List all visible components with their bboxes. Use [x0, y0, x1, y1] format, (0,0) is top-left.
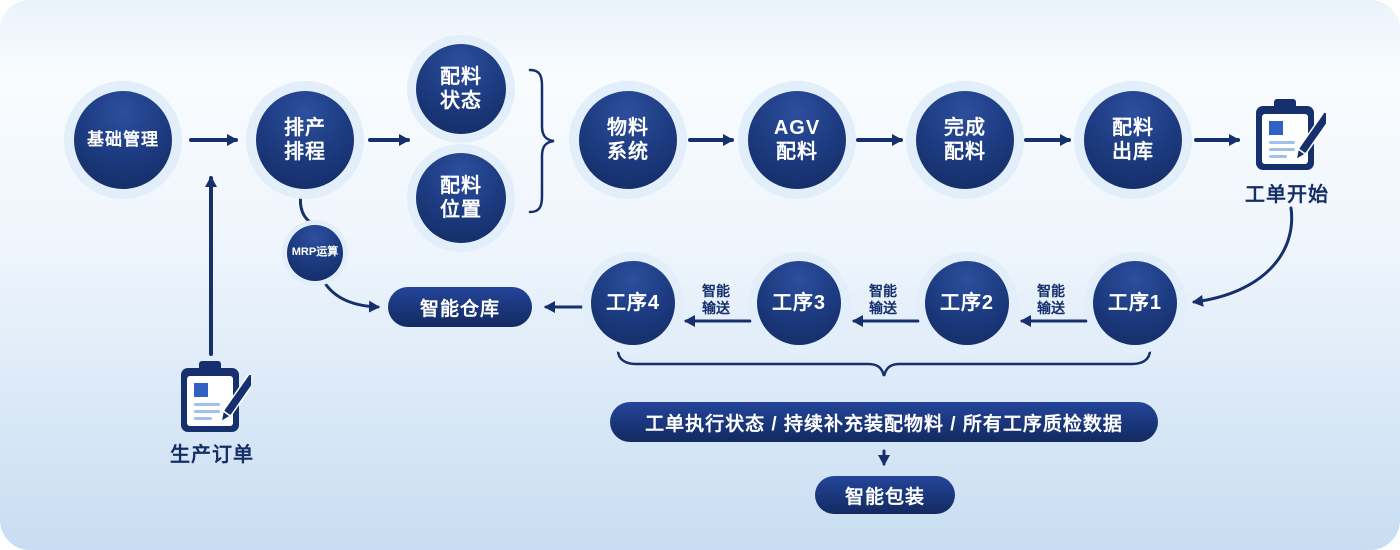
transfer-line1: 智能 [702, 283, 730, 299]
node-circle: 配料 位置 [416, 153, 506, 243]
node-circle: 完成 配料 [916, 91, 1014, 189]
node-circle: 排产 排程 [256, 91, 354, 189]
node-process-4: 工序4 [582, 252, 684, 354]
node-label-line1: 配料 [440, 65, 482, 88]
work-order-start-label: 工单开始 [1245, 184, 1329, 206]
node-circle: 配料 出库 [1084, 91, 1182, 189]
curve-mrp-to-warehouse [320, 276, 380, 313]
node-label-line2: 出库 [1112, 141, 1154, 163]
node-circle: 物料 系统 [579, 91, 677, 189]
node-label-line1: 排产 [284, 116, 326, 139]
node-complete-batching: 完成 配料 [906, 81, 1024, 199]
node-scheduling: 排产 排程 [246, 81, 364, 199]
node-label-line1: 配料 [1112, 116, 1154, 139]
smart-transfer-label-1: 智能 输送 [1016, 283, 1086, 316]
brace-process-row [616, 348, 1152, 377]
node-label: 工序3 [771, 291, 827, 314]
node-label-line2: 配料 [944, 141, 986, 163]
node-circle: 工序1 [1093, 261, 1177, 345]
node-circle: MRP运算 [287, 225, 343, 281]
node-agv-batching: AGV 配料 [738, 81, 856, 199]
node-circle: 配料 状态 [416, 44, 506, 134]
brace-batching-group [528, 68, 555, 214]
curve-start-to-p1 [1192, 206, 1294, 307]
node-circle: AGV 配料 [748, 91, 846, 189]
node-batching-outbound: 配料 出库 [1074, 81, 1192, 199]
node-label-line2: 系统 [607, 141, 649, 163]
node-label-line2: 排程 [284, 141, 326, 163]
node-process-2: 工序2 [916, 252, 1018, 354]
node-label-line2: 配料 [776, 141, 818, 163]
smart-packaging-pill: 智能包装 [815, 476, 955, 514]
node-circle: 工序3 [757, 261, 841, 345]
node-label: 工序1 [1107, 291, 1163, 314]
smart-transfer-label-2: 智能 输送 [848, 283, 918, 316]
production-order-icon [181, 361, 251, 432]
node-circle: 工序2 [925, 261, 1009, 345]
smart-warehouse-pill: 智能仓库 [388, 287, 532, 327]
node-process-1: 工序1 [1084, 252, 1186, 354]
production-order-label: 生产订单 [170, 444, 254, 466]
transfer-line1: 智能 [1037, 283, 1065, 299]
smart-transfer-label-3: 智能 输送 [681, 283, 751, 316]
node-label: MRP运算 [291, 246, 339, 259]
node-label-line1: 物料 [607, 116, 649, 139]
node-label: 工序2 [939, 291, 995, 314]
transfer-line1: 智能 [869, 283, 897, 299]
work-order-start-icon [1256, 99, 1326, 170]
transfer-line2: 输送 [1037, 299, 1065, 316]
node-circle: 基础管理 [74, 91, 172, 189]
transfer-line2: 输送 [702, 299, 730, 316]
node-material-location: 配料 位置 [407, 144, 515, 252]
node-material-status: 配料 状态 [407, 35, 515, 143]
node-label-line1: 配料 [440, 174, 482, 197]
node-label-line2: 状态 [440, 90, 482, 112]
node-mrp: MRP运算 [282, 220, 348, 286]
node-material-system: 物料 系统 [569, 81, 687, 199]
node-circle: 工序4 [591, 261, 675, 345]
node-base-management: 基础管理 [64, 81, 182, 199]
node-label-line1: 完成 [944, 116, 986, 139]
node-process-3: 工序3 [748, 252, 850, 354]
node-label: 基础管理 [87, 129, 159, 149]
node-label: 工序4 [605, 291, 661, 314]
status-banner: 工单执行状态 / 持续补充装配物料 / 所有工序质检数据 [610, 402, 1158, 442]
transfer-line2: 输送 [869, 299, 897, 316]
node-label-line1: AGV [773, 116, 821, 139]
node-label-line2: 位置 [440, 199, 482, 221]
